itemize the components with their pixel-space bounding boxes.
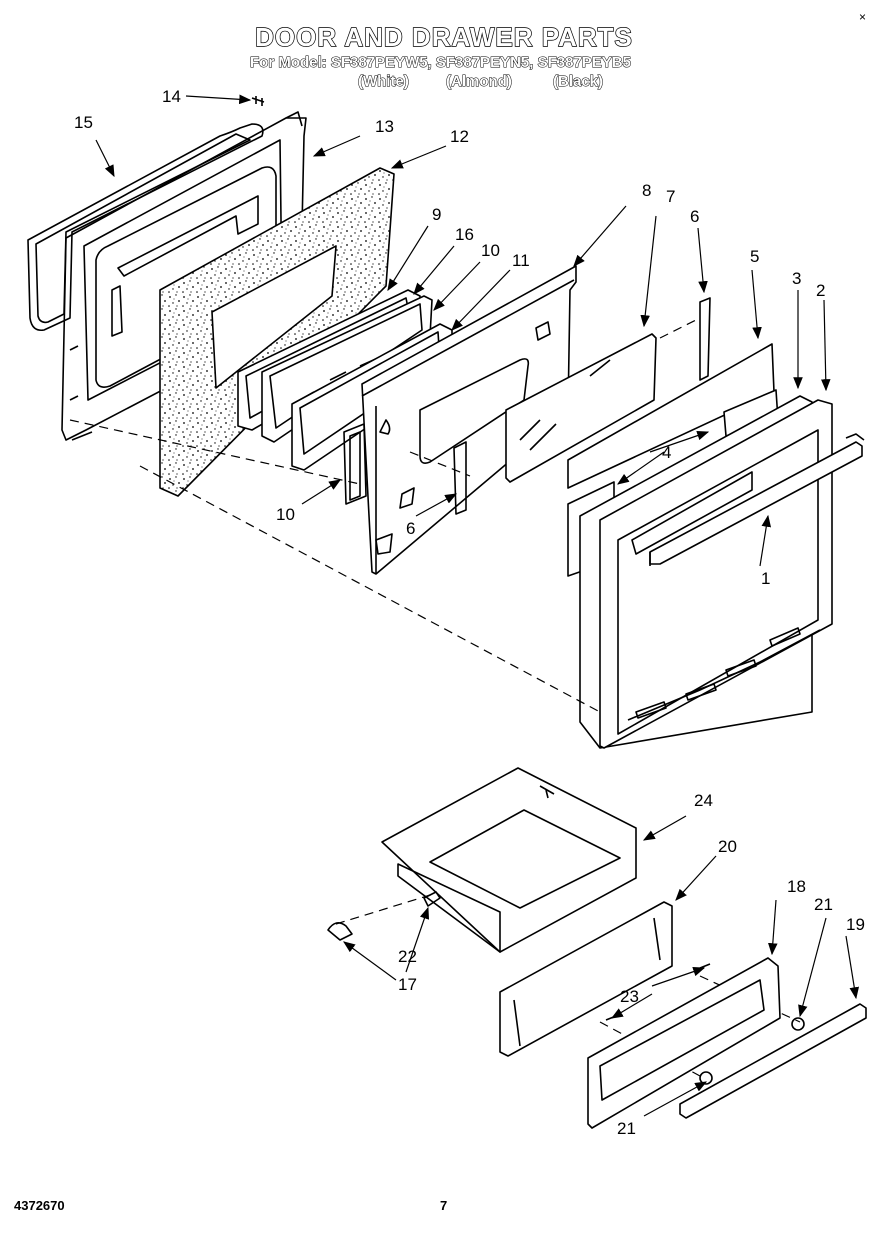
callout-11: 11 bbox=[512, 251, 530, 270]
door-inner-panel bbox=[361, 265, 577, 575]
callout-16: 16 bbox=[455, 225, 474, 244]
door-insulation bbox=[159, 167, 395, 497]
callout-21: 21 bbox=[617, 1119, 636, 1138]
callout-21: 21 bbox=[814, 895, 833, 914]
drawer-clip bbox=[327, 922, 353, 941]
callout-15: 15 bbox=[74, 113, 93, 132]
callout-7: 7 bbox=[666, 187, 675, 206]
callout-23: 23 bbox=[620, 987, 639, 1006]
callout-18: 18 bbox=[787, 877, 806, 896]
callout-22: 22 bbox=[398, 947, 417, 966]
drawer-body bbox=[381, 767, 637, 953]
door-handle bbox=[649, 433, 865, 566]
callout-24: 24 bbox=[694, 791, 713, 810]
callout-6: 6 bbox=[406, 519, 415, 538]
callout-19: 19 bbox=[846, 915, 865, 934]
callout-10: 10 bbox=[276, 505, 295, 524]
callout-3: 3 bbox=[792, 269, 801, 288]
callout-9: 9 bbox=[432, 205, 441, 224]
door-gasket bbox=[27, 123, 264, 332]
callout-1: 1 bbox=[761, 569, 770, 588]
variant-black: (Black) bbox=[552, 73, 604, 91]
callout-13: 13 bbox=[375, 117, 394, 136]
callout-14: 14 bbox=[162, 87, 181, 106]
callout-labels: 1 2 3 4 5 6 6 7 8 9 10 10 11 12 13 14 15… bbox=[74, 87, 865, 1138]
drawer-front bbox=[587, 957, 781, 1129]
drawer-front-liner bbox=[499, 901, 673, 1057]
drawer-bolt bbox=[423, 891, 441, 907]
callout-17: 17 bbox=[398, 975, 417, 994]
drawer-trim bbox=[679, 1003, 867, 1119]
door-glass bbox=[505, 333, 657, 483]
hinge-bracket bbox=[453, 297, 711, 515]
callout-12: 12 bbox=[450, 127, 469, 146]
model-list: For Model: SF387PEYW5, SF387PEYN5, SF387… bbox=[250, 54, 632, 72]
callout-20: 20 bbox=[718, 837, 737, 856]
callout-4: 4 bbox=[662, 443, 671, 462]
callout-8: 8 bbox=[642, 181, 651, 200]
glass-spacer bbox=[343, 423, 367, 505]
callout-10: 10 bbox=[481, 241, 500, 260]
callout-6: 6 bbox=[690, 207, 699, 226]
variant-white: (White) bbox=[358, 73, 410, 91]
variant-almond: (Almond) bbox=[446, 73, 513, 91]
corner-mark: × bbox=[858, 10, 866, 24]
callout-arrows bbox=[95, 94, 860, 1117]
page-title: DOOR AND DRAWER PARTS bbox=[254, 21, 633, 52]
screw bbox=[251, 96, 265, 106]
page-number: 7 bbox=[440, 1198, 448, 1213]
callout-5: 5 bbox=[750, 247, 759, 266]
document-number: 4372670 bbox=[14, 1198, 65, 1213]
callout-2: 2 bbox=[816, 281, 825, 300]
